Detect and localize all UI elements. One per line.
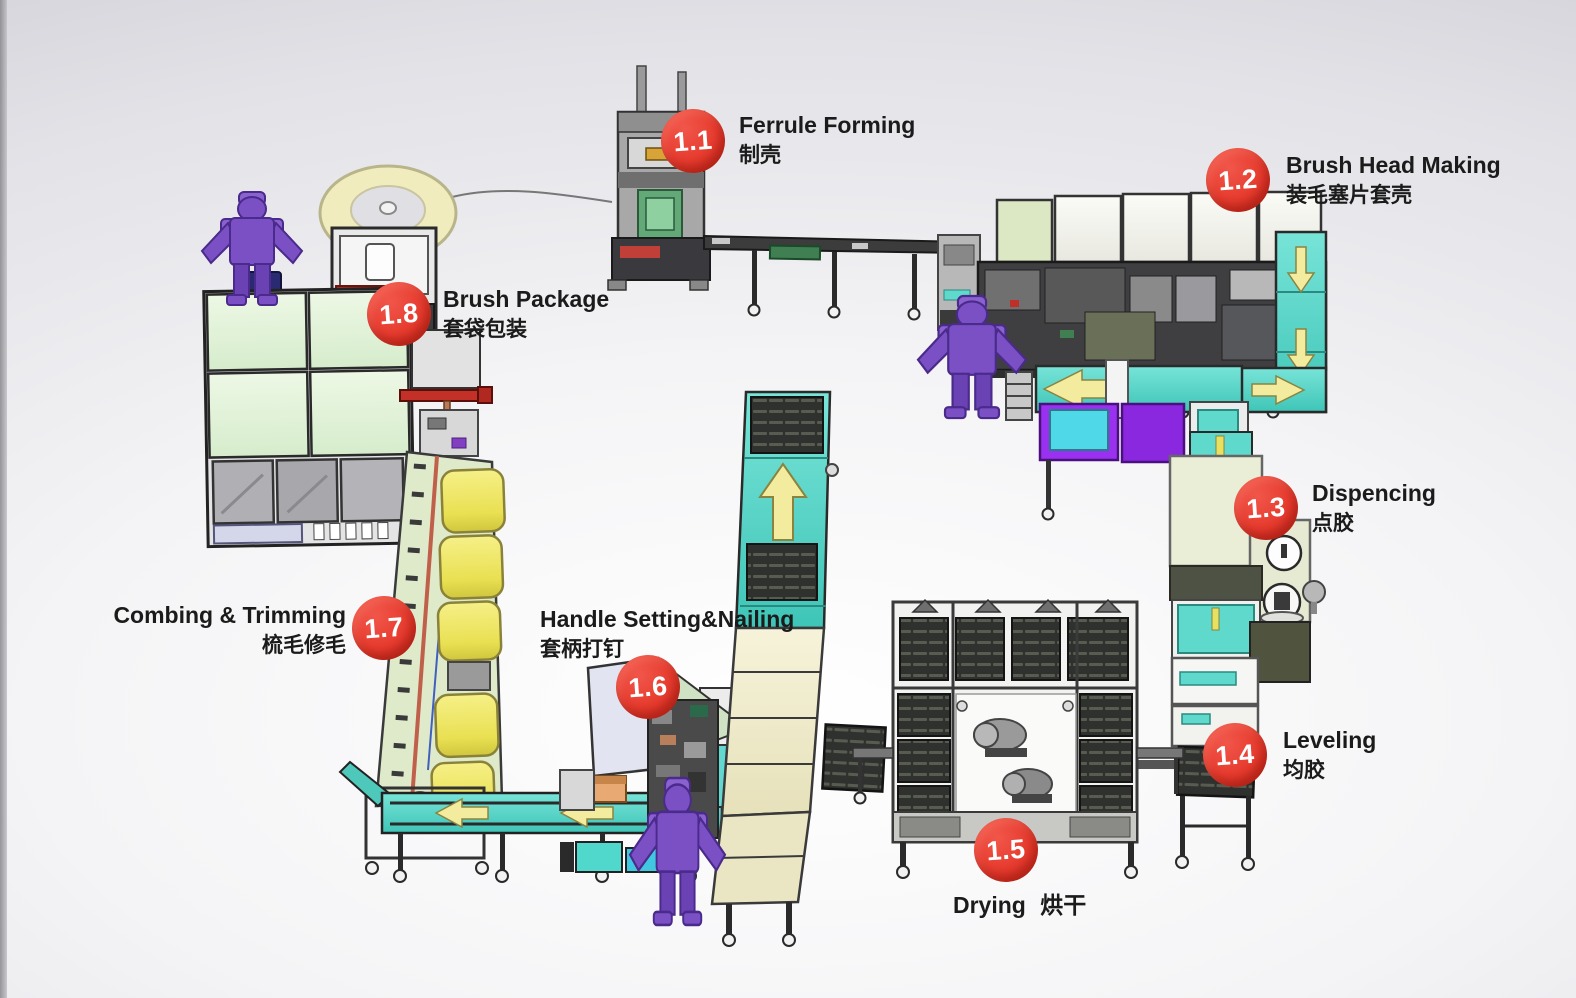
station-label-zh: 梳毛修毛 [262, 633, 346, 657]
tray-elevator-conveyor [710, 390, 887, 947]
station-label-1-8: Brush Package 套袋包装 [443, 286, 609, 346]
drying-machine [852, 598, 1184, 879]
flow-arrow-right-icon [1251, 374, 1306, 406]
package-outfeed-frame [399, 329, 493, 468]
station-label-1-3: Dispencing 点胶 [1312, 480, 1436, 540]
station-label-zh: 套柄打钉 [540, 637, 624, 661]
flow-arrow-left-icon [434, 797, 489, 829]
flow-arrow-down-icon [1286, 328, 1316, 376]
station-label-en: Drying [953, 892, 1026, 918]
flow-arrow-up-icon [758, 462, 808, 541]
station-label-1-5: Drying 烘干 [953, 888, 1086, 924]
station-label-en: Combing & Trimming [113, 602, 346, 628]
station-label-en: Dispencing [1312, 480, 1436, 506]
station-label-1-1: Ferrule Forming 制壳 [739, 112, 915, 172]
transfer-conveyor-right [1034, 230, 1328, 529]
station-label-1-4: Leveling 均胶 [1283, 727, 1376, 787]
station-label-en: Leveling [1283, 727, 1377, 753]
station-label-zh: 制壳 [739, 143, 781, 167]
screenshot-left-edge [0, 0, 7, 998]
station-label-en: Brush Package [443, 286, 610, 312]
brush-head-making-machine [937, 190, 1328, 421]
ferrule-forming-machine [607, 65, 966, 321]
station-label-zh: 点胶 [1312, 511, 1354, 535]
dispensing-machine [1168, 431, 1326, 683]
station-label-1-6: Handle Setting&Nailing 套柄打钉 [540, 606, 794, 666]
station-label-zh: 套袋包装 [443, 317, 527, 341]
station-label-zh: 烘干 [1040, 892, 1087, 918]
flow-arrow-down-icon [1286, 246, 1316, 294]
station-label-en: Handle Setting&Nailing [540, 606, 795, 632]
station-label-en: Brush Head Making [1286, 152, 1501, 178]
station-label-1-2: Brush Head Making 装毛塞片套壳 [1286, 152, 1501, 212]
station-label-en: Ferrule Forming [739, 112, 916, 138]
brush-package-machine [202, 286, 416, 549]
station-label-zh: 均胶 [1283, 758, 1325, 782]
station-label-zh: 装毛塞片套壳 [1286, 183, 1412, 207]
station-label-1-7: Combing & Trimming 梳毛修毛 [100, 602, 346, 662]
